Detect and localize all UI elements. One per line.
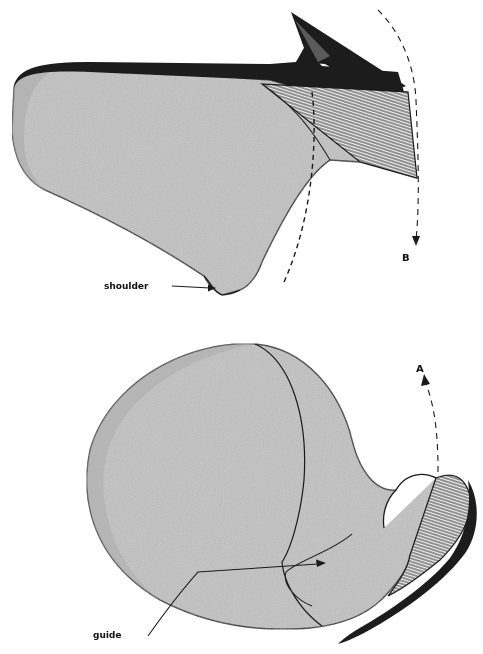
path-a-arrowhead	[421, 374, 430, 386]
path-a-dashed	[426, 384, 438, 472]
label-shoulder: shoulder	[104, 282, 149, 292]
bottom-view: A guide	[87, 344, 477, 644]
path-b-arrowhead	[412, 236, 420, 246]
label-b: B	[402, 253, 410, 264]
top-view: B shoulder	[12, 10, 420, 295]
label-guide: guide	[93, 631, 121, 641]
shoulder-leader	[172, 286, 210, 288]
label-a: A	[416, 364, 424, 375]
